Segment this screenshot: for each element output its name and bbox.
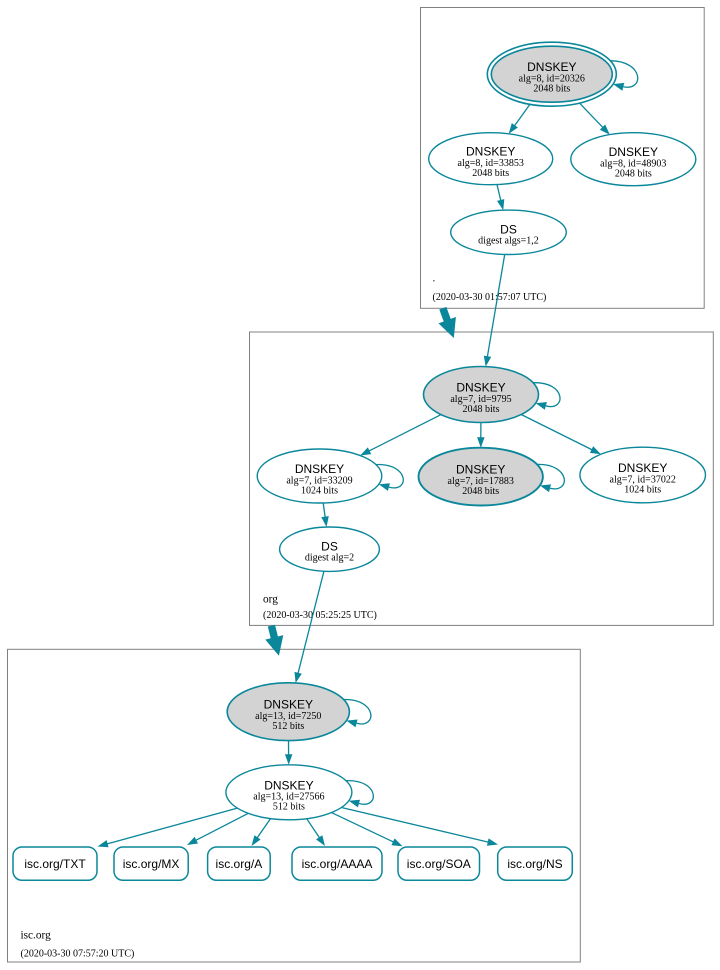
- svg-text:alg=8, id=33853: alg=8, id=33853: [458, 158, 524, 169]
- svg-text:isc.org: isc.org: [21, 929, 52, 941]
- svg-text:DNSKEY: DNSKEY: [609, 145, 658, 159]
- svg-text:isc.org/MX: isc.org/MX: [123, 857, 180, 871]
- svg-text:DNSKEY: DNSKEY: [456, 463, 505, 477]
- svg-text:isc.org/SOA: isc.org/SOA: [407, 857, 471, 871]
- svg-text:DNSKEY: DNSKEY: [456, 381, 505, 395]
- svg-text:digest algs=1,2: digest algs=1,2: [478, 236, 539, 247]
- svg-text:512 bits: 512 bits: [272, 721, 304, 732]
- svg-text:DNSKEY: DNSKEY: [527, 60, 576, 74]
- svg-text:DS: DS: [500, 223, 517, 237]
- svg-text:2048 bits: 2048 bits: [462, 486, 499, 497]
- svg-text:alg=7, id=37022: alg=7, id=37022: [610, 474, 676, 485]
- svg-text:isc.org/NS: isc.org/NS: [507, 857, 562, 871]
- svg-text:alg=8, id=48903: alg=8, id=48903: [600, 159, 666, 170]
- svg-text:DS: DS: [321, 539, 338, 553]
- svg-text:DNSKEY: DNSKEY: [295, 462, 344, 476]
- svg-text:isc.org/A: isc.org/A: [216, 857, 263, 871]
- svg-text:DNSKEY: DNSKEY: [264, 698, 313, 712]
- svg-text:.: .: [433, 273, 436, 285]
- svg-text:(2020-03-30 05:25:25 UTC): (2020-03-30 05:25:25 UTC): [263, 610, 377, 621]
- svg-text:alg=13, id=7250: alg=13, id=7250: [255, 711, 321, 722]
- svg-text:DNSKEY: DNSKEY: [466, 145, 515, 159]
- svg-text:1024 bits: 1024 bits: [301, 485, 338, 496]
- svg-text:2048 bits: 2048 bits: [472, 168, 509, 179]
- svg-text:isc.org/TXT: isc.org/TXT: [24, 857, 86, 871]
- svg-text:DNSKEY: DNSKEY: [264, 778, 313, 792]
- svg-text:(2020-03-30 07:57:20 UTC): (2020-03-30 07:57:20 UTC): [21, 949, 135, 960]
- svg-text:(2020-03-30 01:57:07 UTC): (2020-03-30 01:57:07 UTC): [433, 292, 547, 303]
- svg-text:org: org: [263, 593, 278, 605]
- svg-text:alg=8, id=20326: alg=8, id=20326: [519, 74, 585, 85]
- svg-text:DNSKEY: DNSKEY: [618, 461, 667, 475]
- svg-text:alg=7, id=17883: alg=7, id=17883: [448, 476, 514, 487]
- svg-text:2048 bits: 2048 bits: [463, 404, 500, 415]
- svg-text:alg=7, id=33209: alg=7, id=33209: [286, 475, 352, 486]
- svg-text:isc.org/AAAA: isc.org/AAAA: [302, 857, 373, 871]
- svg-text:512 bits: 512 bits: [273, 802, 305, 813]
- svg-text:alg=7, id=9795: alg=7, id=9795: [450, 394, 511, 405]
- svg-text:2048 bits: 2048 bits: [615, 169, 652, 180]
- svg-text:1024 bits: 1024 bits: [624, 484, 661, 495]
- svg-text:2048 bits: 2048 bits: [533, 84, 570, 95]
- svg-text:alg=13, id=27566: alg=13, id=27566: [253, 792, 324, 803]
- svg-text:digest alg=2: digest alg=2: [305, 553, 354, 564]
